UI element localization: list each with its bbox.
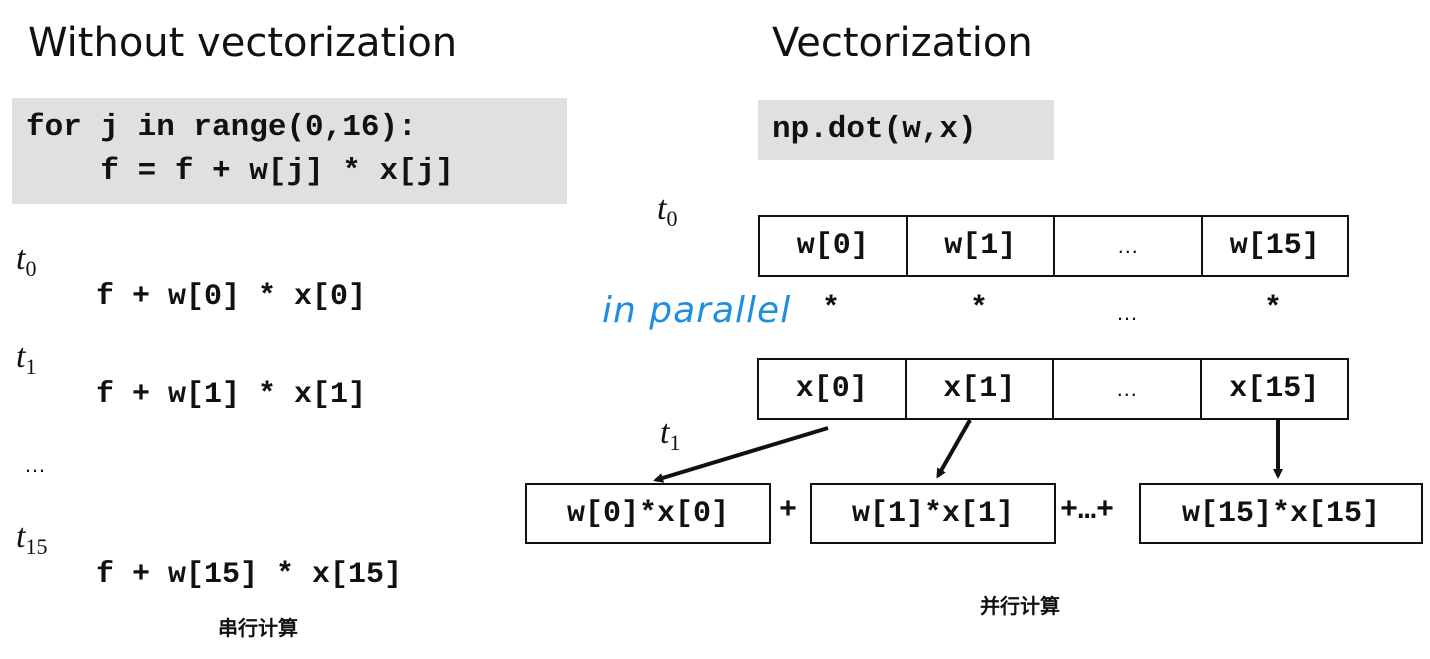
step-time-t15: t15 <box>16 518 48 559</box>
loop-code-line-2: f = f + w[j] * x[j] <box>26 154 454 189</box>
step-time-t0: t0 <box>16 240 37 281</box>
parallel-caption: 并行计算 <box>980 594 1060 618</box>
w-cell-1: w[1] <box>908 217 1055 275</box>
multiply-star-0: * <box>822 292 841 326</box>
arrow-1 <box>936 419 972 479</box>
product-box-0: w[0]*x[0] <box>525 483 771 544</box>
vector-time-t1: t1 <box>660 414 681 455</box>
step-expr-15: f + w[15] * x[15] <box>96 558 403 592</box>
product-box-1: w[1]*x[1] <box>810 483 1056 544</box>
step-expr-0: f + w[0] * x[0] <box>96 280 367 314</box>
plus-sign: + <box>779 494 798 528</box>
x-cell-ellipsis: … <box>1054 360 1202 418</box>
left-title: Without vectorization <box>28 20 458 66</box>
step-ellipsis: … <box>24 452 46 477</box>
arrow-0 <box>653 426 829 483</box>
vector-time-t0: t0 <box>657 190 678 231</box>
w-cell-ellipsis: … <box>1055 217 1203 275</box>
step-time-t1: t1 <box>16 338 37 379</box>
x-cell-1: x[1] <box>907 360 1054 418</box>
product-box-15: w[15]*x[15] <box>1139 483 1423 544</box>
w-vector: w[0] w[1] … w[15] <box>758 215 1349 277</box>
multiply-star-15: * <box>1264 292 1283 326</box>
npdot-code: np.dot(w,x) <box>772 112 977 147</box>
x-vector: x[0] x[1] … x[15] <box>757 358 1349 420</box>
serial-caption: 串行计算 <box>218 616 298 640</box>
step-expr-1: f + w[1] * x[1] <box>96 378 367 412</box>
x-cell-0: x[0] <box>759 360 907 418</box>
right-title: Vectorization <box>772 20 1033 66</box>
w-cell-0: w[0] <box>760 217 908 275</box>
loop-code-box: for j in range(0,16): f = f + w[j] * x[j… <box>12 98 567 204</box>
npdot-code-box: np.dot(w,x) <box>758 100 1054 160</box>
multiply-star-1: * <box>970 292 989 326</box>
plus-ellipsis-plus: +…+ <box>1060 494 1115 528</box>
loop-code-line-1: for j in range(0,16): <box>26 110 417 145</box>
w-cell-15: w[15] <box>1229 229 1320 263</box>
in-parallel-annotation: in parallel <box>602 290 792 331</box>
x-cell-15: x[15] <box>1229 372 1320 406</box>
multiply-ellipsis: … <box>1116 300 1138 325</box>
